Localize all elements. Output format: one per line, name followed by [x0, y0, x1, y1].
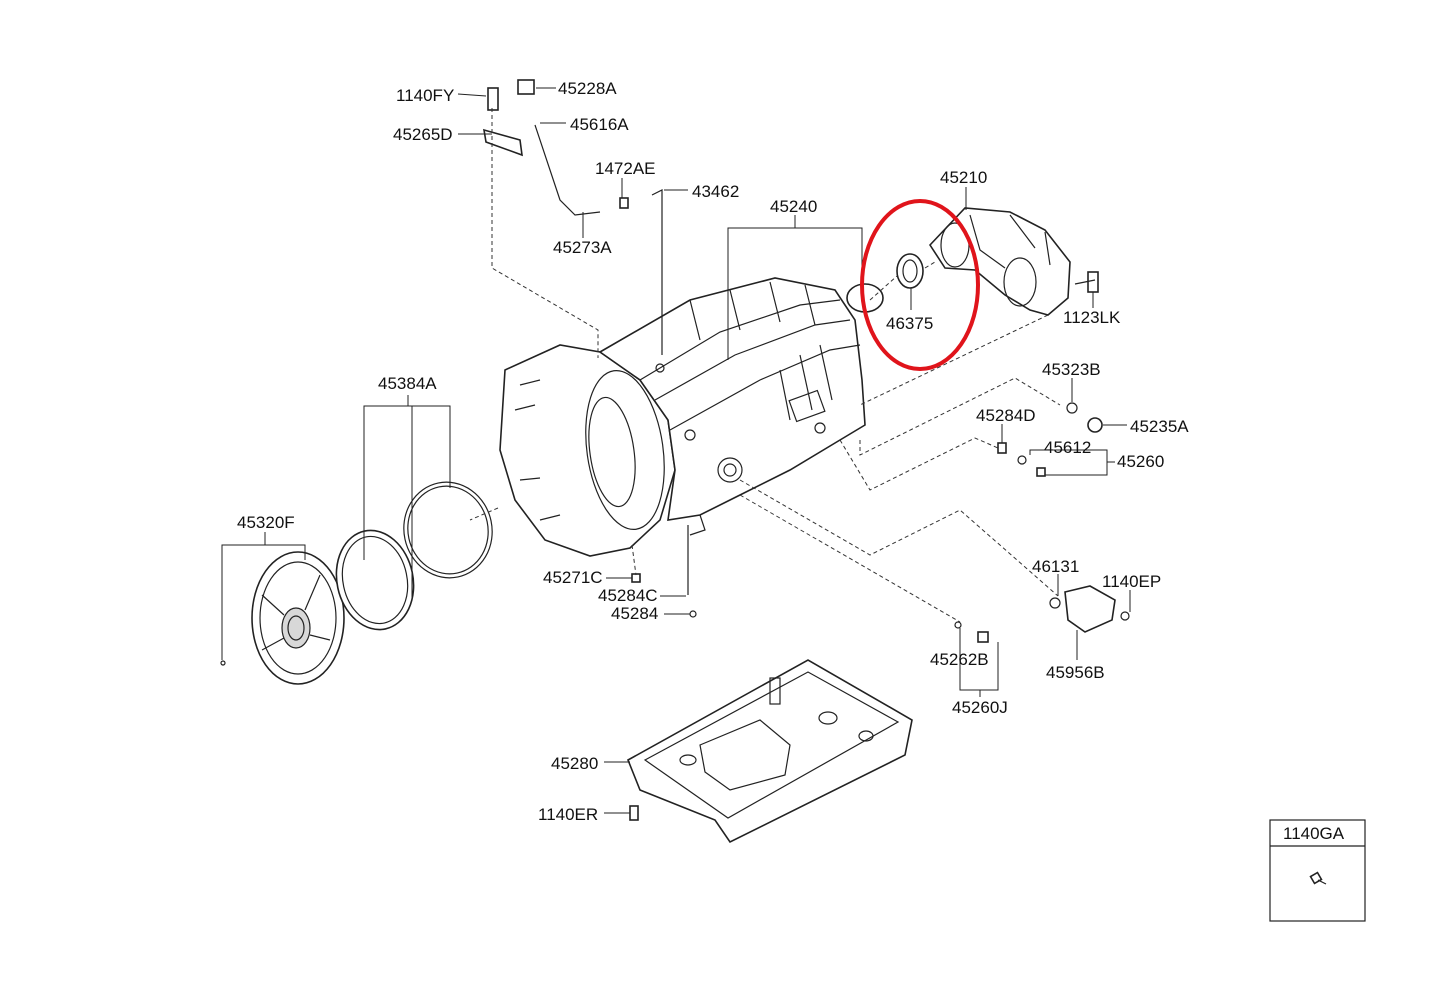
oil-pan — [626, 659, 913, 844]
label-1140EP: 1140EP — [1102, 572, 1161, 591]
label-1123LK: 1123LK — [1063, 308, 1121, 327]
label-45235A: 45235A — [1130, 417, 1189, 436]
label-43462: 43462 — [692, 182, 739, 201]
label-1140FY: 1140FY — [396, 86, 454, 105]
label-1140ER: 1140ER — [538, 805, 598, 824]
label-1140GA: 1140GA — [1283, 824, 1345, 843]
label-45320F: 45320F — [237, 513, 295, 532]
label-45228A: 45228A — [558, 79, 617, 98]
label-45210: 45210 — [940, 168, 987, 187]
seal-rings — [335, 481, 493, 631]
label-45271C: 45271C — [543, 568, 603, 587]
label-45260J: 45260J — [952, 698, 1008, 717]
label-45284: 45284 — [611, 604, 658, 623]
speed-sensor — [1049, 585, 1130, 633]
small-fasteners — [220, 79, 1103, 821]
label-45240: 45240 — [770, 197, 817, 216]
highlight-circle — [860, 199, 980, 371]
leader-lines — [221, 87, 1131, 814]
label-45616A: 45616A — [570, 115, 629, 134]
label-45284D: 45284D — [976, 406, 1036, 425]
part-labels: 1140FY 45228A 45616A 45265D 1472AE 43462… — [237, 79, 1345, 843]
oil-pump-assembly — [251, 551, 345, 685]
label-45323B: 45323B — [1042, 360, 1101, 379]
label-45612: 45612 — [1044, 438, 1091, 457]
transmission-case — [499, 277, 884, 557]
label-1472AE: 1472AE — [595, 159, 656, 178]
label-45273A: 45273A — [553, 238, 612, 257]
label-45262B: 45262B — [930, 650, 989, 669]
label-46131: 46131 — [1032, 557, 1079, 576]
label-45265D: 45265D — [393, 125, 453, 144]
inset-box-1140GA — [1269, 819, 1366, 922]
rear-oil-seal — [896, 253, 924, 289]
label-45384A: 45384A — [378, 374, 437, 393]
label-45280: 45280 — [551, 754, 598, 773]
label-45956B: 45956B — [1046, 663, 1105, 682]
rear-mount-bracket — [928, 207, 1071, 316]
label-46375: 46375 — [886, 314, 933, 333]
label-45260: 45260 — [1117, 452, 1164, 471]
label-45284C: 45284C — [598, 586, 658, 605]
